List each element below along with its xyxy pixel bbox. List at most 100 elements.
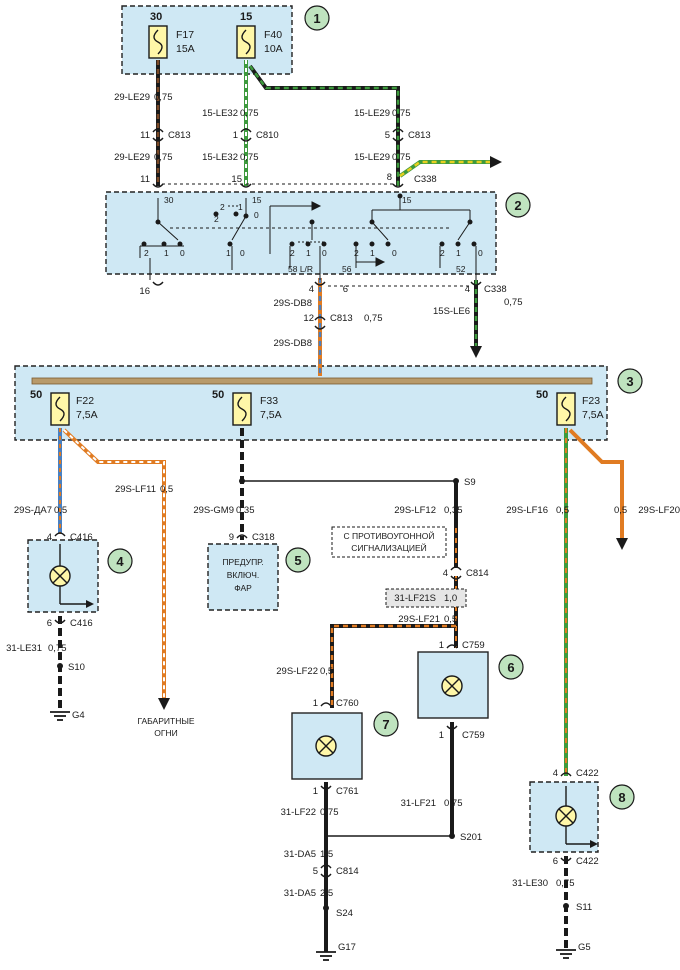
- wire-label: 15-LE32: [202, 152, 238, 163]
- wire-size: 0,5: [160, 484, 173, 495]
- fuse-labels: 30 F17 15A 15 F40 10A 50 F22 7,5A 50 F33…: [30, 11, 604, 421]
- fuse-f17-name: F17: [176, 29, 194, 41]
- fuse-f22-pin: 50: [30, 389, 42, 401]
- connector-label: C338: [484, 284, 507, 295]
- connector-label: C422: [576, 856, 599, 867]
- wire-label: 29S-LF21: [398, 614, 440, 625]
- connector-labels: C813 C810 C813 C338 C338 C813 C416 C416 …: [70, 130, 599, 877]
- switch-label: 58 L/R: [288, 264, 313, 274]
- wire-size: 0,5: [320, 666, 333, 677]
- wire-size: 0,5: [556, 505, 569, 516]
- callout-3: 3: [626, 374, 633, 389]
- switch-label: 1: [226, 248, 231, 258]
- connector-label: C814: [336, 866, 359, 877]
- side-lights-line2: ОГНИ: [154, 728, 177, 738]
- pin-number: 5: [313, 866, 318, 877]
- wire-size: 0,75: [154, 152, 173, 163]
- alarm-note-line1: С ПРОТИВОУГОННОЙ: [344, 530, 435, 541]
- notes: С ПРОТИВОУГОННОЙ СИГНАЛИЗАЦИЕЙ ПРЕДУПР. …: [137, 530, 434, 738]
- wire-label: 29S-ДA7: [14, 505, 52, 516]
- splice-label: S9: [464, 477, 476, 488]
- ground-symbols: [50, 711, 576, 961]
- switch-label: 1: [370, 248, 375, 258]
- ground-label: G17: [338, 942, 356, 953]
- pin-number: 1: [313, 786, 318, 797]
- ground-label: G4: [72, 710, 85, 721]
- connector-label: C814: [466, 568, 489, 579]
- pin-number: 11: [140, 130, 150, 141]
- connector-symbols: [54, 128, 572, 878]
- fuse-f23-name: F23: [582, 395, 600, 407]
- warning-note-line1: ПРЕДУПР.: [222, 557, 263, 567]
- switch-labels: 30 2 1 0 15 2 1 0 15 2 1 0 2 1 0 2 1 0 2…: [144, 195, 483, 274]
- wire-label: 31-LE31: [6, 643, 42, 654]
- fuse-f40-pin: 15: [240, 11, 252, 23]
- switch-label: 0: [240, 248, 245, 258]
- wire-label: 15S-LE6: [433, 306, 470, 317]
- fuse-f40-rating: 10A: [264, 43, 283, 55]
- wire-size: 0,5: [444, 614, 457, 625]
- lamp-arrows: [86, 600, 598, 848]
- pin-number: 1: [439, 640, 444, 651]
- switch-label: 2: [440, 248, 445, 258]
- connector-label: C338: [414, 174, 437, 185]
- wire-label: 15-LE32: [202, 108, 238, 119]
- connector-label: C813: [168, 130, 191, 141]
- callout-2: 2: [514, 198, 521, 213]
- connector-label: C416: [70, 618, 93, 629]
- wire-size: 0,75: [240, 152, 259, 163]
- pin-number: 4: [47, 532, 52, 543]
- switch-label: 0: [478, 248, 483, 258]
- wire-size: 1,5: [320, 849, 333, 860]
- switch-label: 2: [354, 248, 359, 258]
- callout-4: 4: [116, 554, 124, 569]
- callout-circles: [107, 5, 643, 810]
- fuse-f17-rating: 15A: [176, 43, 195, 55]
- switch-label: 15: [252, 195, 262, 205]
- fuse-box-module-3: [14, 365, 608, 441]
- fuse-f22-rating: 7,5A: [76, 409, 98, 421]
- splice-label: S11: [576, 902, 592, 913]
- wire-label: 31-LE30: [512, 878, 548, 889]
- wire-size: 1,0: [444, 593, 457, 604]
- pin-number: 12: [303, 313, 314, 324]
- wire-label: 31-LF22: [281, 807, 316, 818]
- switch-label: 1: [456, 248, 461, 258]
- wire-label: 15-LE29: [354, 108, 390, 119]
- fuse-f23-pin: 50: [536, 389, 548, 401]
- wire-label: 29S-DB8: [273, 338, 312, 349]
- splice-label: S24: [336, 908, 353, 919]
- wire-label: 15-LE29: [354, 152, 390, 163]
- callout-numbers: 1 2 3 4 5 6 7 8: [116, 11, 633, 805]
- switch-label: 2: [214, 214, 219, 224]
- pin-number: 4: [309, 284, 314, 295]
- connector-label: C759: [462, 640, 485, 651]
- pin-number: 9: [229, 532, 234, 543]
- wire-size: 0,35: [236, 505, 255, 516]
- pin-number: 8: [387, 172, 392, 183]
- wire-labels: 29-LE29 15-LE32 15-LE29 29-LE29 15-LE32 …: [6, 92, 680, 899]
- switch-label: 0: [392, 248, 397, 258]
- switch-label: 1: [164, 248, 169, 258]
- wire-size: 0,75: [392, 108, 411, 119]
- wire-label: 31-LF21: [401, 798, 436, 809]
- lamp-crosses: [52, 544, 592, 845]
- wires: [58, 60, 628, 952]
- wire-label: 29-LE29: [114, 152, 150, 163]
- wire-label: 29S-LF22: [276, 666, 318, 677]
- wire-size: 0,75: [240, 108, 259, 119]
- switch-contacts: [141, 193, 477, 247]
- fuse-f40-name: F40: [264, 29, 282, 41]
- switch-label: 2: [290, 248, 295, 258]
- pin-number: 6: [47, 618, 52, 629]
- switch-label: 0: [254, 210, 259, 220]
- pin-number: 6: [553, 856, 558, 867]
- callout-5: 5: [294, 553, 301, 568]
- switch-internal-links: [139, 183, 477, 287]
- wire-size: 0,75: [392, 152, 411, 163]
- pin-number: 6: [343, 284, 348, 295]
- connector-label: C760: [336, 698, 359, 709]
- switch-label: 1: [238, 202, 243, 212]
- pin-number: 16: [139, 286, 150, 297]
